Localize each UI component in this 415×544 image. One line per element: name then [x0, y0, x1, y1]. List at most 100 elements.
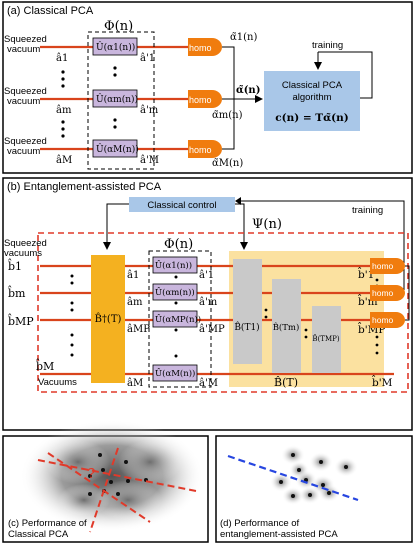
b-block-label: B̂(T1)	[234, 321, 259, 333]
mode-label: â1	[127, 270, 139, 281]
psi-label: Ψ(n)	[252, 217, 282, 232]
algorithm-title: Classical PCA	[282, 80, 343, 91]
measurement-label: α̃M(n)	[212, 158, 243, 169]
data-point	[327, 491, 331, 495]
mode-label: âM	[56, 155, 72, 166]
panel-c-caption: Classical PCA	[8, 529, 69, 540]
mode-label: â'1	[140, 53, 155, 64]
panel-d: (d) Performance of entanglement-assisted…	[215, 435, 413, 543]
unitary-box	[152, 310, 198, 328]
data-point	[321, 483, 325, 487]
ellipsis-dots	[70, 274, 178, 358]
source-label: Squeezed	[4, 136, 47, 147]
panel-b-title: (b) Entanglement-assisted PCA	[7, 181, 162, 193]
squeezed-label: Squeezed	[4, 238, 47, 249]
data-cloud	[20, 420, 204, 532]
homodyne-detector	[370, 312, 405, 328]
detector-label: homo	[189, 145, 212, 155]
source-label: vacuum	[7, 44, 40, 55]
pc-guess-line	[47, 452, 151, 523]
pc-guess-line	[89, 447, 119, 533]
detector-label: homo	[189, 95, 212, 105]
data-point	[109, 480, 113, 484]
mode-label: âM	[127, 378, 143, 389]
homodyne-detector	[370, 258, 405, 274]
principal-axis-line	[227, 454, 359, 502]
data-point	[319, 460, 323, 464]
data-points	[279, 453, 348, 498]
homodyne-detector	[188, 140, 222, 158]
b-block	[312, 306, 341, 373]
input-mode-label: b̂MP	[8, 314, 35, 328]
pc-guess-line	[37, 459, 197, 492]
panel-c: ? (c) Performance of Classical PCA	[2, 420, 209, 543]
phi-label: Φ(n)	[104, 19, 133, 34]
panel-a-sources: Squeezed vacuum Squeezed vacuum Squeezed…	[4, 34, 47, 157]
homodyne-detector	[188, 90, 222, 108]
data-point	[291, 453, 295, 457]
unitary-box	[152, 256, 198, 274]
b-block-label: B̂(TMP)	[312, 335, 339, 343]
principal-axis-guesses	[37, 447, 197, 533]
source-label: Squeezed	[4, 34, 47, 45]
mode-label: âm	[56, 105, 72, 116]
measurement-label: α̃1(n)	[230, 32, 257, 43]
detectors: homo homo homo	[188, 38, 222, 158]
panel-d-caption: entanglement-assisted PCA	[220, 529, 338, 540]
mode-label: â'MP	[199, 324, 225, 335]
unitary-box	[92, 139, 138, 158]
training-label: training	[312, 40, 343, 51]
b-block	[272, 279, 301, 373]
alpha-vector-label: α̃(n)	[236, 85, 260, 96]
homodyne-detector	[188, 38, 222, 56]
unitary-label: Û(αM(n))	[96, 143, 139, 155]
detector-label: homo	[372, 315, 394, 325]
input-mode-label: b̂m	[8, 286, 27, 300]
data-point	[308, 493, 312, 497]
unitary-label: Û(α1(n))	[155, 259, 192, 271]
unitary-boxes: Û(α1(n)) Û(αm(n)) Û(αMP(n)) Û(αM(n))	[152, 256, 201, 382]
data-point	[126, 479, 130, 483]
mode-label: â'M	[140, 155, 159, 166]
ellipsis-dots	[61, 66, 117, 138]
source-label: vacuum	[7, 146, 40, 157]
phi-label: Φ(n)	[164, 237, 193, 252]
panel-d-caption: (d) Performance of	[220, 518, 300, 529]
input-mode-label: b̂1	[8, 259, 23, 273]
vacuums-label: Vacuums	[38, 377, 77, 388]
data-point	[297, 468, 301, 472]
source-label: vacuum	[7, 96, 40, 107]
mode-label: âm	[127, 297, 143, 308]
phi-box	[148, 250, 212, 388]
question-mark: ?	[87, 465, 95, 482]
b-block-label: B̂(Tm)	[273, 321, 300, 333]
psi-box	[37, 232, 409, 393]
classical-control-label: Classical control	[147, 200, 216, 211]
panel-c-caption: (c) Performance of	[8, 518, 87, 529]
pca-algorithm-box	[264, 71, 360, 131]
data-point	[124, 460, 128, 464]
phi-box	[87, 31, 155, 170]
unitary-box	[152, 364, 198, 382]
unitary-label: Û(α1(n))	[96, 41, 135, 53]
mode-label: â'1	[199, 270, 214, 281]
unitary-boxes: Û(α1(n)) Û(αm(n)) Û(αM(n))	[92, 37, 139, 158]
mode-label: â'm	[140, 105, 159, 116]
detectors: homo homo homo	[370, 258, 405, 328]
unitary-label: Û(αM(n))	[155, 367, 195, 379]
data-point	[98, 453, 102, 457]
mode-label: â1	[56, 53, 68, 64]
unitary-label: Û(αMP(n))	[155, 313, 201, 325]
mode-label: âMP	[127, 324, 150, 335]
data-point	[88, 474, 92, 478]
panel-a: (a) Classical PCA Squeezed vacuum Squeez…	[2, 1, 413, 174]
measurement-label: α̃m(n)	[212, 110, 243, 121]
b-total-label: B̂(T)	[274, 376, 298, 389]
homodyne-detector	[370, 285, 405, 301]
b-dagger-label: B̂†(T)	[95, 313, 122, 325]
b-block	[233, 259, 262, 364]
classical-control-box	[129, 197, 235, 212]
panel-a-title: (a) Classical PCA	[7, 5, 94, 17]
panel-b: (b) Entanglement-assisted PCA Classical …	[2, 177, 413, 431]
